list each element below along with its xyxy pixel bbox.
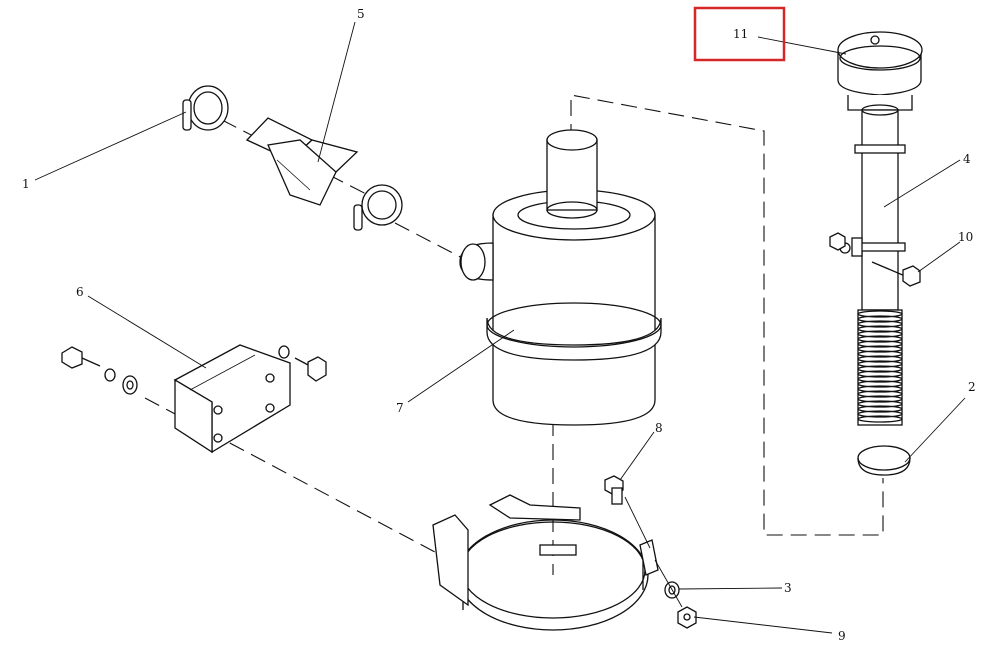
- hose-rib: [857, 355, 903, 363]
- hose-rib: [857, 345, 903, 353]
- part-1-hose-clamp: [182, 85, 229, 131]
- leader-lines: [34, 21, 966, 634]
- hose-rib: [857, 315, 903, 323]
- part-7-air-filter: [459, 129, 662, 426]
- hose-clamp-middle: [353, 184, 403, 231]
- part-6-mounting-bracket: [61, 344, 327, 454]
- hose-rib: [857, 310, 903, 318]
- callout-9: 9: [838, 629, 846, 643]
- hose-rib: [857, 320, 903, 328]
- hose-rib: [857, 335, 903, 343]
- callout-5: 5: [357, 7, 365, 21]
- callout-numbers: 1 2 3 4 5 6 7 8 9 10 11: [22, 7, 976, 643]
- hose-rib: [857, 370, 903, 378]
- hose-rib: [857, 385, 903, 393]
- hose-rib: [857, 330, 903, 338]
- callout-2: 2: [968, 380, 976, 394]
- hose-rib: [857, 350, 903, 358]
- callout-8: 8: [655, 421, 663, 435]
- corrugated-hose: [857, 309, 903, 426]
- part-11-precleaner-cap: [837, 31, 923, 111]
- hose-rib: [857, 395, 903, 403]
- part-9-nut: [677, 606, 697, 629]
- part-10-bolt: [829, 232, 921, 287]
- band-clamp-bottom: [432, 494, 659, 631]
- callout-10: 10: [958, 230, 973, 244]
- hose-rib: [857, 340, 903, 348]
- hose-rib: [857, 325, 903, 333]
- callout-11: 11: [733, 27, 748, 41]
- hose-rib: [857, 400, 903, 408]
- hose-rib: [857, 365, 903, 373]
- part-5-rubber-adapter: [245, 117, 359, 206]
- hose-rib: [857, 380, 903, 388]
- part-4-intake-pipe: [851, 104, 906, 311]
- hose-rib: [857, 375, 903, 383]
- callout-4: 4: [963, 152, 971, 166]
- callout-6: 6: [76, 285, 84, 299]
- callout-7: 7: [396, 401, 404, 415]
- hose-rib: [857, 360, 903, 368]
- hose-rib: [857, 410, 903, 418]
- hose-rib: [857, 415, 903, 423]
- callout-1: 1: [22, 177, 30, 191]
- hose-rib: [857, 405, 903, 413]
- part-2-hose-clamp-lower: [857, 445, 911, 476]
- part-8-bolt: [604, 475, 624, 505]
- callout-11-highlight-box[interactable]: [693, 6, 786, 62]
- callout-3: 3: [784, 581, 792, 595]
- hose-rib: [857, 390, 903, 398]
